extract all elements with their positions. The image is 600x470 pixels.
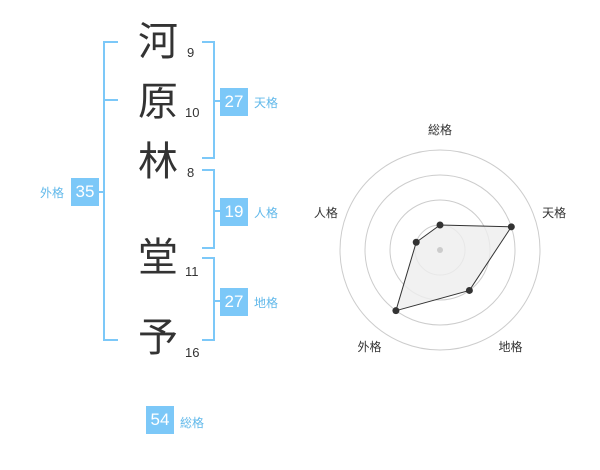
- stroke-count-4: 11: [185, 264, 199, 279]
- radar-point-3: [465, 286, 473, 294]
- tenkaku-label: 天格: [254, 96, 279, 110]
- chikaku-label: 地格: [254, 296, 279, 310]
- radar-axis-label-2: 天格: [542, 205, 566, 220]
- radar-data-area: [395, 224, 513, 312]
- tenkaku-badge: 27: [220, 88, 248, 116]
- soukaku-badge: 54: [146, 406, 174, 434]
- stroke-count-5: 16: [185, 345, 200, 360]
- chikaku-badge: 27: [220, 288, 248, 316]
- radar-axis-label-1: 総格: [428, 122, 452, 137]
- stroke-count-2: 10: [185, 105, 200, 120]
- gaikaku-label: 外格: [40, 186, 65, 200]
- radar-point-2: [507, 223, 515, 231]
- radar-axis-label-5: 人格: [314, 205, 338, 220]
- name-char-1: 河: [138, 19, 178, 65]
- gaikaku-badge: 35: [71, 178, 99, 206]
- name-char-2: 原: [138, 79, 178, 125]
- radar-center-dot: [437, 247, 443, 253]
- soukaku-label: 総格: [180, 416, 205, 430]
- chikaku-bracket: [202, 257, 215, 341]
- radar-point-4: [392, 307, 400, 315]
- radar-point-5: [412, 238, 420, 246]
- radar-grid-ring-4: [339, 149, 541, 351]
- name-char-5: 予: [138, 315, 178, 361]
- radar-grid-ring-3: [364, 174, 516, 326]
- radar-axis-label-4: 外格: [357, 339, 381, 354]
- jinkaku-bracket: [202, 169, 215, 249]
- name-char-3: 林: [138, 139, 178, 185]
- jinkaku-label: 人格: [254, 206, 279, 220]
- stroke-count-1: 9: [187, 45, 195, 60]
- jinkaku-badge: 19: [220, 198, 248, 226]
- radar-axis-label-3: 地格: [499, 339, 523, 354]
- stroke-count-3: 8: [187, 165, 195, 180]
- name-char-4: 堂: [138, 235, 178, 281]
- radar-point-1: [436, 221, 444, 229]
